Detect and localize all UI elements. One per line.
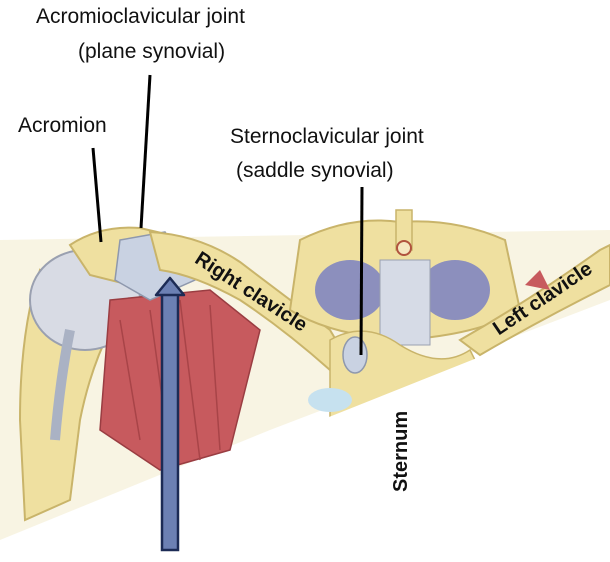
- ac-joint-pointer: [139, 74, 152, 229]
- white-cutout: [0, 305, 610, 562]
- ligament-center: [379, 259, 431, 346]
- ac-joint-name-label: Acromioclavicular joint: [36, 5, 245, 28]
- sc-joint-disc: [342, 336, 368, 374]
- acromion-pointer: [91, 147, 103, 243]
- acromion-label: Acromion: [18, 114, 107, 137]
- biceps-tendon: [50, 329, 75, 441]
- spinal-canal: [396, 240, 412, 256]
- ac-joint-type-label: (plane synovial): [78, 40, 226, 63]
- sc-joint-pointer: [359, 186, 364, 356]
- upward-arrow: [154, 276, 186, 552]
- sc-joint-name-label: Sternoclavicular joint: [230, 125, 424, 148]
- vertebral-cavity-left: [315, 260, 385, 320]
- sc-joint-type-label: (saddle synovial): [236, 159, 394, 182]
- left-clavicle-bone: [458, 243, 610, 357]
- sternum-label: Sternum: [390, 410, 412, 492]
- vertebral-cavity-right: [420, 260, 490, 320]
- shoulder-muscles: [99, 289, 261, 471]
